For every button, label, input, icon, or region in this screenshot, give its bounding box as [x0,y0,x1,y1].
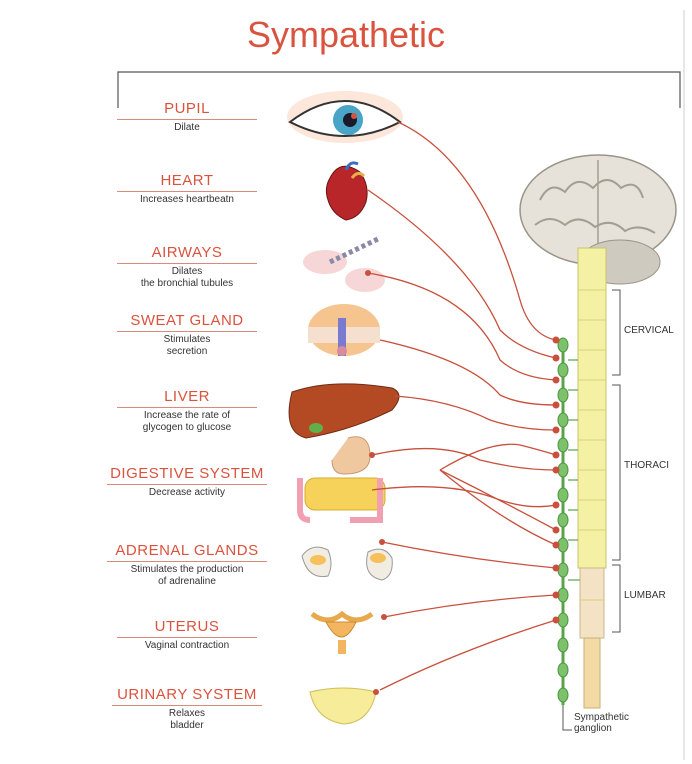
organ-effect: Relaxes bladder [92,708,282,732]
region-label-lumbar: LUMBAR [624,590,666,601]
organ-effect: Dilates the bronchial tubules [92,266,282,290]
organ-label-pupil: PUPIL Dilate [92,100,282,134]
sweat-gland-illustration [308,304,380,356]
organ-label-uterus: UTERUS Vaginal contraction [92,618,282,652]
organ-name: HEART [117,172,257,192]
organ-effect: Vaginal contraction [92,640,282,652]
organ-effect: Decrease activity [92,487,282,499]
organ-label-liver: LIVER Increase the rate of glycogen to g… [92,388,282,434]
sympathetic-ganglion-label: Sympathetic ganglion [574,712,629,734]
uterus-illustration [312,614,372,654]
organ-name: ADRENAL GLANDS [107,542,267,562]
eye-illustration [287,91,403,143]
region-label-thoracic: THORACI [624,460,669,471]
organ-label-digestive-system: DIGESTIVE SYSTEM Decrease activity [92,465,282,499]
organ-label-urinary-system: URINARY SYSTEM Relaxes bladder [92,686,282,732]
organ-label-airways: AIRWAYS Dilates the bronchial tubules [92,244,282,290]
organ-name: SWEAT GLAND [117,312,257,332]
organ-effect: Dilate [92,122,282,134]
organ-label-adrenal-glands: ADRENAL GLANDS Stimulates the production… [92,542,282,588]
organ-effect: Increases heartbeatn [92,194,282,206]
organ-effect: Stimulates secretion [92,334,282,358]
organ-name: AIRWAYS [117,244,257,264]
organ-effect: Increase the rate of glycogen to glucose [92,410,282,434]
organ-effect: Stimulates the production of adrenaline [92,564,282,588]
nerve-endpoints [369,337,560,624]
organ-name: PUPIL [117,100,257,120]
organ-label-sweat-gland: SWEAT GLAND Stimulates secretion [92,312,282,358]
organ-name: DIGESTIVE SYSTEM [107,465,267,485]
urinary-system-illustration [310,688,379,724]
organ-name: LIVER [117,388,257,408]
liver-illustration [289,384,399,438]
organ-name: URINARY SYSTEM [112,686,262,706]
heart-illustration [326,163,367,220]
region-brackets [612,290,620,632]
digestive-system-illustration [300,437,385,520]
spinal-cord [578,248,606,708]
sympathetic-ganglion-chain [558,338,580,730]
region-label-cervical: CERVICAL [624,325,674,336]
organ-name: UTERUS [117,618,257,638]
organ-label-heart: HEART Increases heartbeatn [92,172,282,206]
adrenal-glands-illustration [302,547,392,580]
airways-illustration [303,238,385,292]
